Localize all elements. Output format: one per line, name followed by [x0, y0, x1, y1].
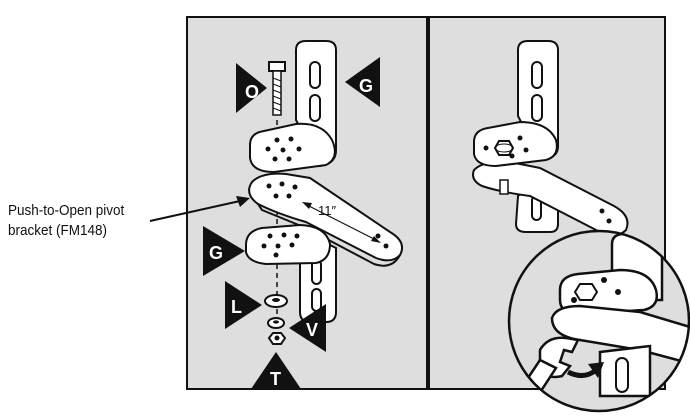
callout-label: Push-to-Open pivot bracket (FM148)	[8, 201, 166, 241]
svg-text:G: G	[209, 243, 223, 263]
svg-text:V: V	[306, 320, 318, 340]
dimension-label: 11″	[318, 203, 336, 218]
marker-G-lower: G	[203, 226, 245, 276]
bolt	[268, 61, 286, 116]
callout-line-1: Push-to-Open pivot	[8, 202, 125, 219]
svg-text:O: O	[245, 82, 259, 102]
callout-line-2: bracket (FM148)	[8, 222, 108, 239]
marker-O: O	[236, 63, 267, 113]
svg-text:G: G	[359, 76, 373, 96]
dimension-11-inch: 11″	[302, 202, 381, 243]
svg-text:T: T	[270, 369, 281, 389]
callout-arrow	[149, 196, 250, 222]
hex-nut	[267, 332, 287, 345]
svg-text:L: L	[231, 297, 242, 317]
top-l-bracket	[249, 40, 337, 174]
lower-l-bracket	[245, 223, 337, 323]
marker-T: T	[251, 352, 301, 389]
lock-washer	[267, 317, 285, 329]
detail-magnifier	[507, 229, 690, 413]
marker-V: V	[289, 304, 326, 352]
flat-washer	[264, 294, 288, 308]
marker-L: L	[225, 281, 262, 329]
marker-G-top: G	[345, 57, 380, 107]
